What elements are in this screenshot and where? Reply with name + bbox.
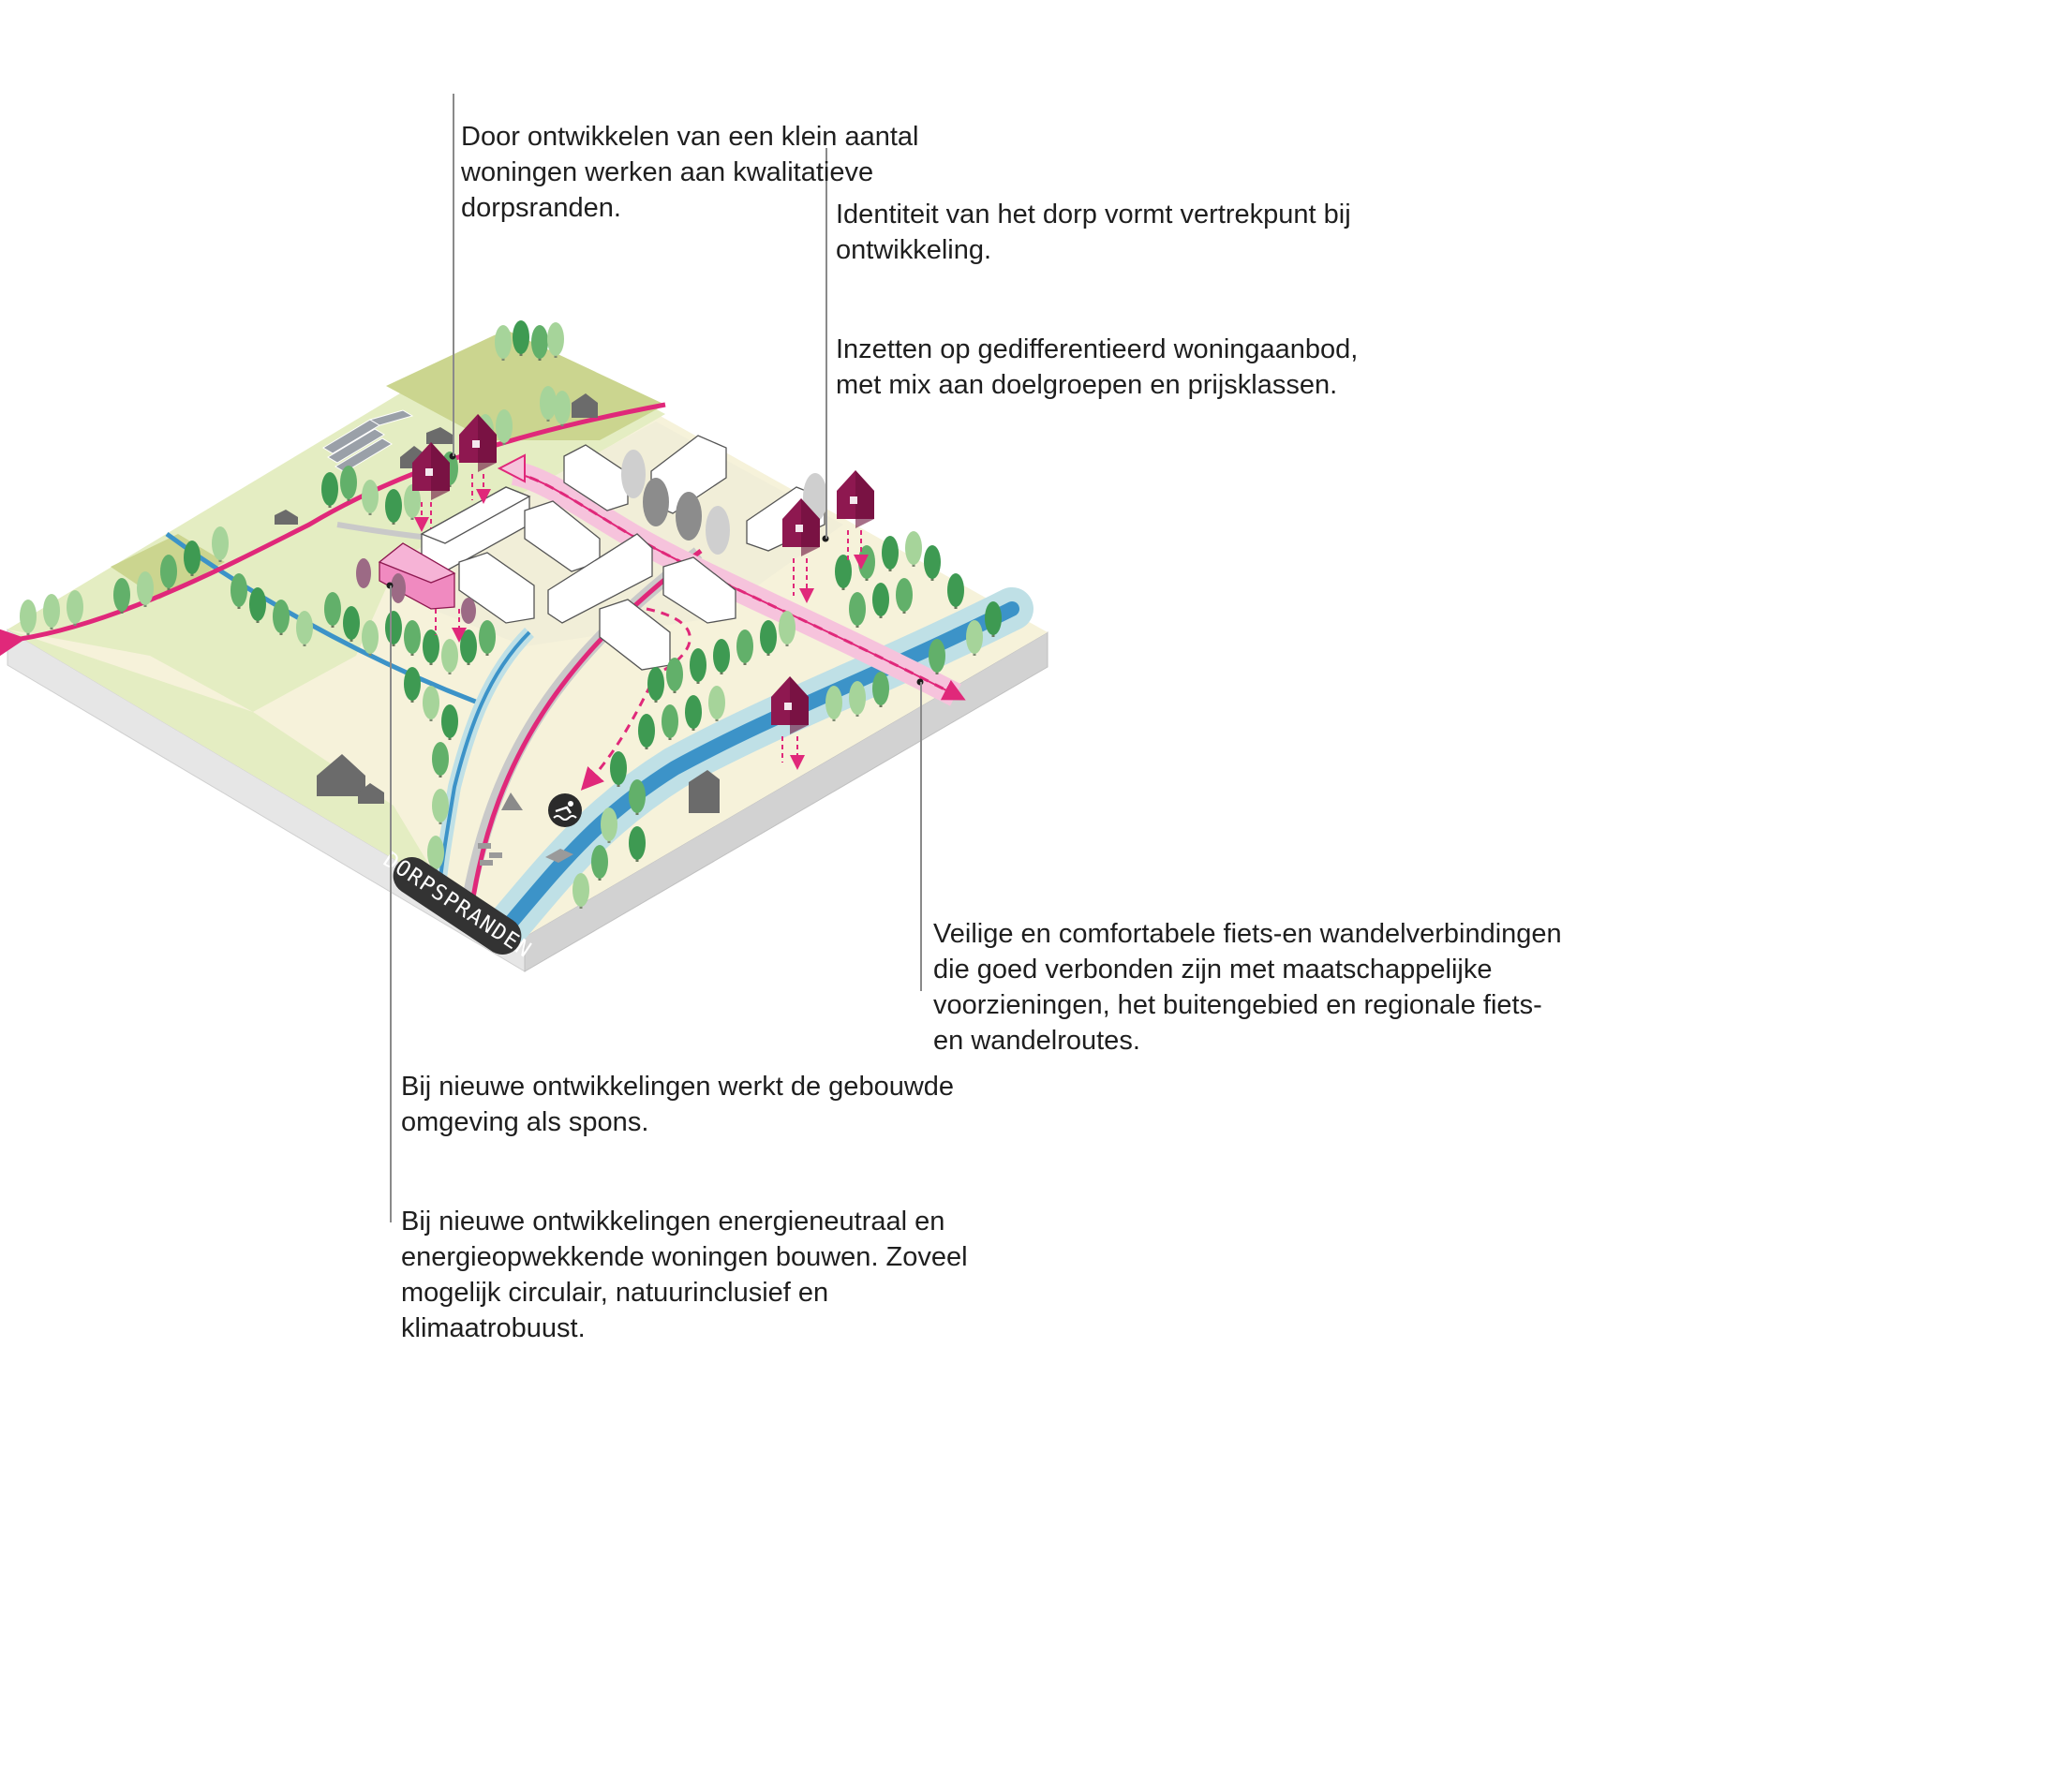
farmland-lower-left [7,629,525,937]
boat [545,849,573,863]
swimmer-icon [548,793,582,827]
new-house-5 [771,676,809,763]
dorpspranden-badge [393,856,522,955]
solar-panels [322,409,414,473]
annotation-top-center: Door ontwikkelen van een klein aantal wo… [461,83,1023,289]
leader-line-top-center [453,94,454,456]
annotation-bottom-text-2: Bij nieuwe ontwikkelingen energieneutraa… [401,1207,968,1343]
highlight-building [378,542,456,610]
annotation-bottom: Bij nieuwe ontwikkelingen werkt de gebou… [401,1033,982,1410]
annotation-bottom-text-1: Bij nieuwe ontwikkelingen werkt de gebou… [401,1072,955,1137]
new-house-4 [837,470,874,562]
new-house-2 [459,414,497,500]
leader-line-right [920,682,922,991]
leader-line-bottom [390,585,392,1222]
tree-mauve [356,558,476,624]
annotation-top-right-text-1: Identiteit van het dorp vormt vertrekpun… [836,200,1351,265]
route-main [470,549,703,898]
route-arrow-start [497,453,526,483]
route-wide-dashes [513,471,966,701]
annotation-right-text: Veilige en comfortabele fiets-en wandelv… [933,919,1562,1056]
tent [501,792,523,810]
sponge-arrows [435,609,459,635]
stream-core [437,630,531,900]
leader-line-top-right [825,148,827,539]
picnic-tables [478,843,502,866]
annotation-top-right-text-2: Inzetten op gedifferentieerd woningaanbo… [836,334,1359,400]
annotation-top-right: Identiteit van het dorp vormt vertrekpun… [836,161,1417,467]
new-house-1 [412,442,450,528]
existing-buildings [420,435,825,671]
route-left [0,402,666,662]
annotation-top-center-text: Door ontwikkelen van een klein aantal wo… [461,122,919,223]
new-house-3 [782,498,820,596]
annotation-right: Veilige en comfortabele fiets-en wandelv… [933,881,1673,1122]
